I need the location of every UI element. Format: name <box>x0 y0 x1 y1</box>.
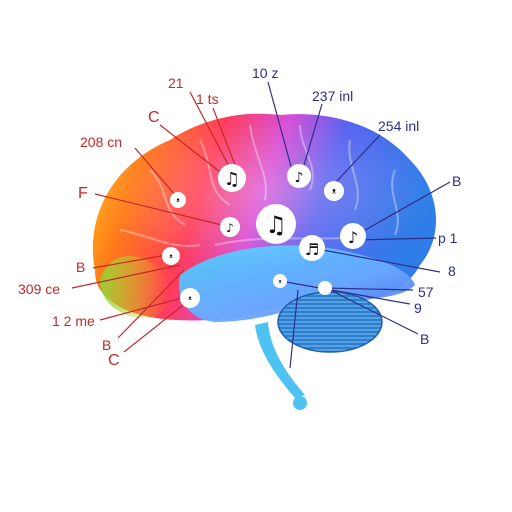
note-node: ♪ <box>340 223 366 249</box>
brainstem <box>255 322 307 410</box>
leader-line <box>357 181 451 235</box>
label-8: 8 <box>448 263 456 279</box>
label-208-cn: 208 cn <box>80 134 122 150</box>
label-c-top: C <box>148 109 160 126</box>
leader-line <box>71 264 181 289</box>
note-node: ᵜ <box>273 274 332 295</box>
label-b-right: B <box>452 173 461 189</box>
note-node: ♪ <box>220 217 240 237</box>
svg-text:ᵜ: ᵜ <box>332 186 337 199</box>
leader-line <box>117 269 185 339</box>
label-b-left: B <box>76 259 85 275</box>
svg-text:ᵜ: ᵜ <box>169 253 173 263</box>
label-p1: p 1 <box>438 230 458 246</box>
labels: 21 1 ts 10 z 237 inl 254 inl C 208 cn F … <box>18 65 461 369</box>
leader-lines <box>71 81 451 369</box>
leader-line <box>123 297 193 353</box>
label-c-low: C <box>108 352 120 369</box>
svg-text:♬: ♬ <box>305 240 319 259</box>
label-9: 9 <box>414 300 422 316</box>
label-1-2-me: 1 2 me <box>52 313 95 329</box>
label-57: 57 <box>418 284 434 300</box>
svg-text:ᵜ: ᵜ <box>278 278 282 287</box>
label-21: 21 <box>168 75 184 91</box>
leader-line <box>212 107 238 171</box>
leader-line <box>92 253 173 269</box>
leader-line <box>335 134 381 183</box>
note-node: ᵜ <box>324 181 344 201</box>
note-node: ᵜ <box>180 288 200 308</box>
svg-text:♫: ♫ <box>265 211 287 239</box>
leader-line <box>134 147 177 197</box>
leader-line <box>329 289 419 335</box>
label-b-low: B <box>102 337 111 353</box>
leader-line <box>301 103 323 173</box>
leader-line <box>94 193 227 227</box>
note-node: ᵜ <box>170 192 186 208</box>
label-b-bottom: B <box>420 331 429 347</box>
svg-text:ᵜ: ᵜ <box>188 295 192 305</box>
note-node: ♬ <box>299 235 325 261</box>
note-node: ♪ <box>287 164 311 188</box>
note-node: ᵜ <box>162 247 180 265</box>
label-237-inl: 237 inl <box>312 88 353 104</box>
label-f: F <box>78 185 88 202</box>
leader-line <box>267 81 293 171</box>
leader-line <box>357 237 437 241</box>
leader-line <box>159 124 225 176</box>
note-nodes: ♫ ♪ ᵜ ♫ ♬ ♪ ♪ ᵜ <box>162 164 366 308</box>
cerebellum <box>277 291 383 353</box>
leader-line <box>99 295 191 321</box>
label-10z: 10 z <box>252 65 278 81</box>
svg-text:♪: ♪ <box>348 228 358 247</box>
note-node: ♫ <box>218 164 246 192</box>
note-node: ♫ <box>256 204 296 244</box>
label-1ts: 1 ts <box>196 91 219 107</box>
leader-line <box>311 247 441 273</box>
leader-line <box>285 281 411 305</box>
svg-text:♪: ♪ <box>295 170 304 186</box>
svg-text:ᵜ: ᵜ <box>176 197 180 207</box>
leader-line <box>324 287 414 291</box>
label-309-ce: 309 ce <box>18 281 60 297</box>
svg-text:♪: ♪ <box>226 221 234 235</box>
leader-line <box>289 289 299 369</box>
svg-text:♫: ♫ <box>224 169 240 190</box>
label-254-inl: 254 inl <box>378 118 419 134</box>
leader-line <box>189 91 233 173</box>
